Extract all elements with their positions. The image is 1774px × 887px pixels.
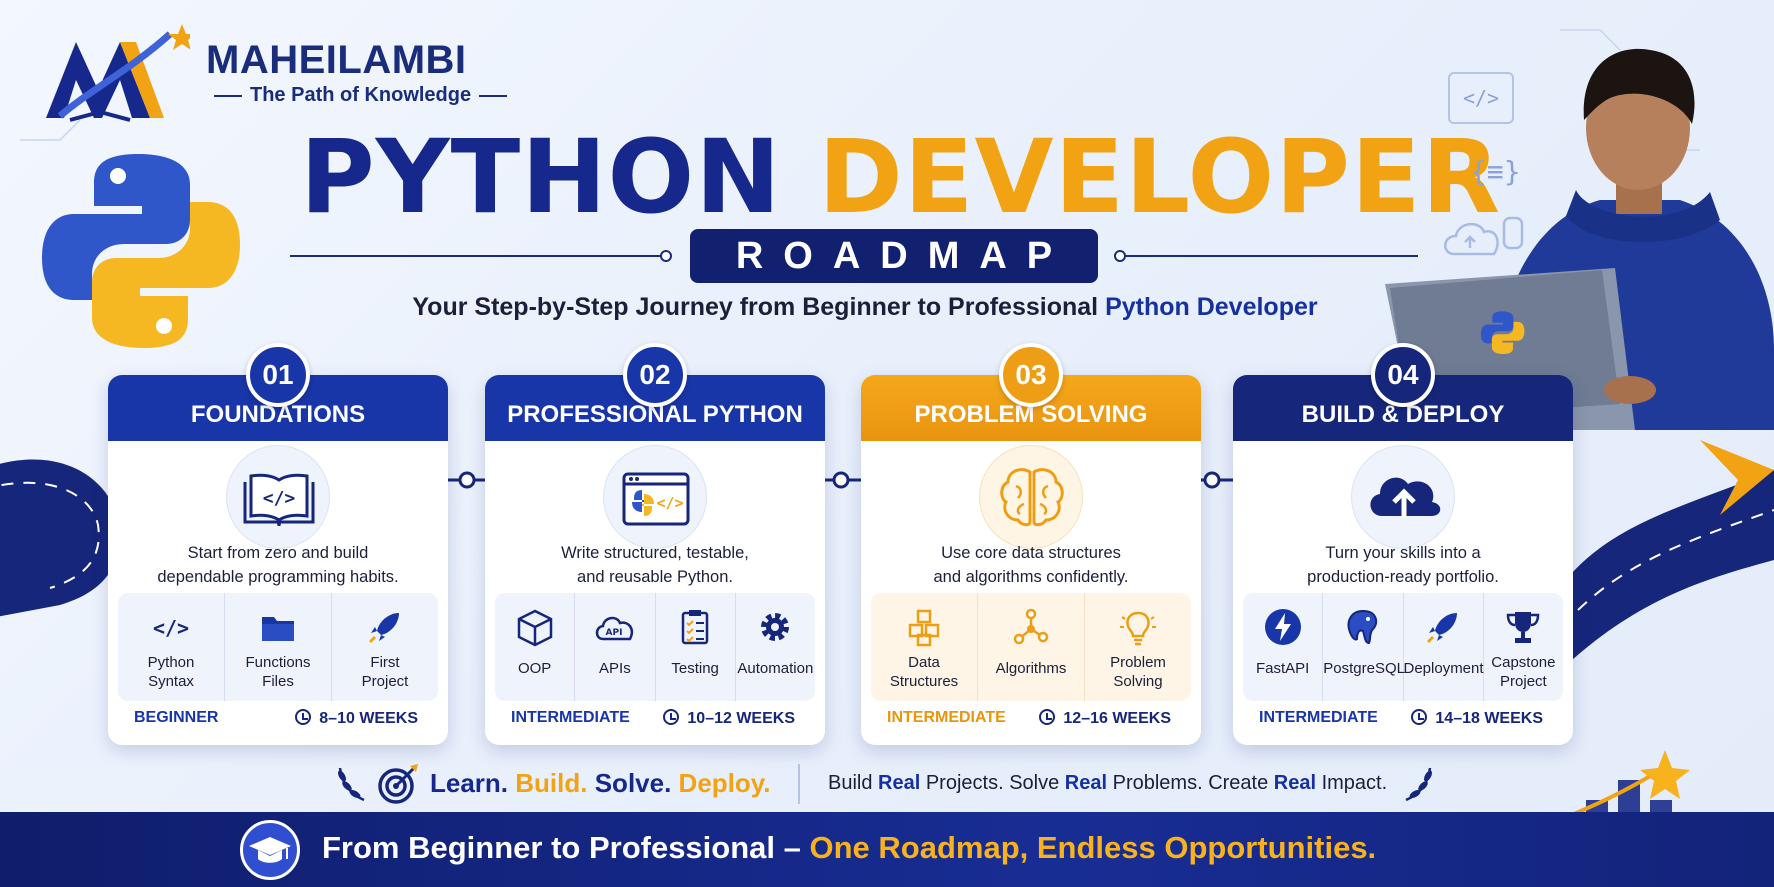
folder-icon	[262, 617, 294, 641]
stage-description: Use core data structures and algorithms …	[933, 544, 1129, 586]
duration: 14–18 WEEKS	[1411, 709, 1543, 728]
clock-icon	[295, 709, 312, 725]
gear-icon	[761, 613, 790, 641]
connector-1-2	[441, 471, 493, 489]
brand-tagline: The Path of Knowledge	[206, 84, 515, 107]
brand-logo-icon	[46, 24, 190, 122]
stage-number: 03	[999, 343, 1063, 407]
developer-illustration	[1380, 48, 1774, 430]
skill-item: FastAPI	[1243, 593, 1324, 701]
title-developer: DEVELOPER	[818, 118, 1502, 237]
laurel-right-icon	[1405, 767, 1432, 802]
svg-text:</>: </>	[263, 488, 296, 509]
title-rule-dot-right	[1114, 250, 1126, 262]
duration: 8–10 WEEKS	[295, 709, 418, 728]
elephant-icon	[1347, 609, 1378, 645]
stacked-cubes-icon	[908, 609, 940, 647]
title-rule-left	[290, 255, 670, 257]
duration: 12–16 WEEKS	[1039, 709, 1171, 728]
cube-icon	[517, 609, 552, 647]
level-badge: INTERMEDIATE	[887, 709, 1006, 726]
svg-text:</>: </>	[656, 494, 683, 512]
stage-card-build-deploy: BUILD & DEPLOY 04 Turn your skills into …	[1233, 343, 1573, 745]
title-python: PYTHON	[300, 118, 782, 237]
duration: 10–12 WEEKS	[663, 709, 795, 728]
brain-icon	[979, 445, 1083, 549]
clock-icon	[663, 709, 680, 725]
braces-icon: {≡}	[1470, 155, 1521, 188]
skill-list: OOP API APIs Testing Automation	[495, 593, 815, 701]
python-code-window-icon: </>	[603, 445, 707, 549]
stage-card-professional-python: PROFESSIONAL PYTHON 02 </> Write structu…	[485, 343, 825, 745]
tagline-right: Build Real Projects. Solve Real Problems…	[828, 772, 1388, 794]
python-logo-icon	[42, 154, 240, 348]
cloud-upload-icon	[1351, 445, 1455, 549]
brand: MAHEILAMBI The Path of Knowledge	[40, 20, 508, 125]
roadmap-badge-label: ROADMAP	[735, 235, 1073, 277]
code-window-icon: </>	[1448, 72, 1514, 124]
skill-item: OOP	[495, 593, 576, 701]
api-cloud-icon: API	[595, 616, 633, 641]
code-book-icon: </>	[226, 445, 330, 549]
brand-name: MAHEILAMBI	[206, 38, 467, 82]
level-badge: BEGINNER	[134, 709, 219, 726]
clock-icon	[1411, 709, 1428, 725]
footer-text: From Beginner to Professional – One Road…	[322, 830, 1377, 865]
stage-description: Start from zero and build dependable pro…	[157, 544, 399, 586]
stage-title: BUILD & DEPLOY	[1233, 375, 1573, 441]
skill-item: Testing	[656, 593, 736, 701]
stage-card-foundations: FOUNDATIONS 01 </> Start from zero and b…	[108, 343, 448, 745]
rocket-icon	[368, 613, 399, 644]
rocket-icon	[1427, 613, 1458, 644]
title-rule-right	[1118, 255, 1418, 257]
svg-text:</>: </>	[153, 616, 189, 640]
trophy-icon	[1507, 612, 1540, 643]
tagline-divider	[798, 764, 800, 804]
laurel-left-icon	[338, 767, 365, 802]
subtitle: Your Step-by-Step Journey from Beginner …	[412, 293, 1318, 321]
skill-item: Deployment	[1404, 593, 1484, 701]
lightning-icon	[1264, 609, 1301, 645]
stage-description: Write structured, testable, and reusable…	[561, 544, 749, 586]
checklist-icon	[681, 610, 709, 645]
title-rule-dot-left	[660, 250, 672, 262]
svg-text:API: API	[605, 628, 622, 638]
stage-card-problem-solving: PROBLEM SOLVING 03 Use core data structu…	[861, 343, 1201, 745]
graduation-cap-icon	[240, 820, 300, 880]
level-badge: INTERMEDIATE	[511, 709, 630, 726]
target-icon	[378, 764, 418, 804]
lightbulb-icon	[1120, 611, 1156, 646]
level-badge: INTERMEDIATE	[1259, 709, 1378, 726]
stage-number: 04	[1371, 343, 1435, 407]
network-nodes-icon	[1013, 608, 1049, 645]
code-brackets-icon: </>	[153, 616, 189, 640]
clock-icon	[1039, 709, 1056, 725]
stage-number: 02	[623, 343, 687, 407]
skill-item: Automation	[736, 593, 815, 701]
roadmap-badge	[690, 229, 1098, 283]
page-title: PYTHON DEVELOPER	[300, 118, 1500, 237]
tagline-left: Learn. Build. Solve. Deploy.	[430, 768, 771, 798]
tagline-row: Learn. Build. Solve. Deploy. Build Real …	[320, 760, 1450, 810]
skill-item: Algorithms	[978, 593, 1085, 701]
skill-item: PostgreSQL	[1323, 593, 1405, 701]
cloud-sync-icon	[1444, 216, 1524, 256]
skill-item: API APIs	[575, 593, 656, 701]
stage-number: 01	[246, 343, 310, 407]
stage-description: Turn your skills into a production-ready…	[1307, 544, 1499, 586]
